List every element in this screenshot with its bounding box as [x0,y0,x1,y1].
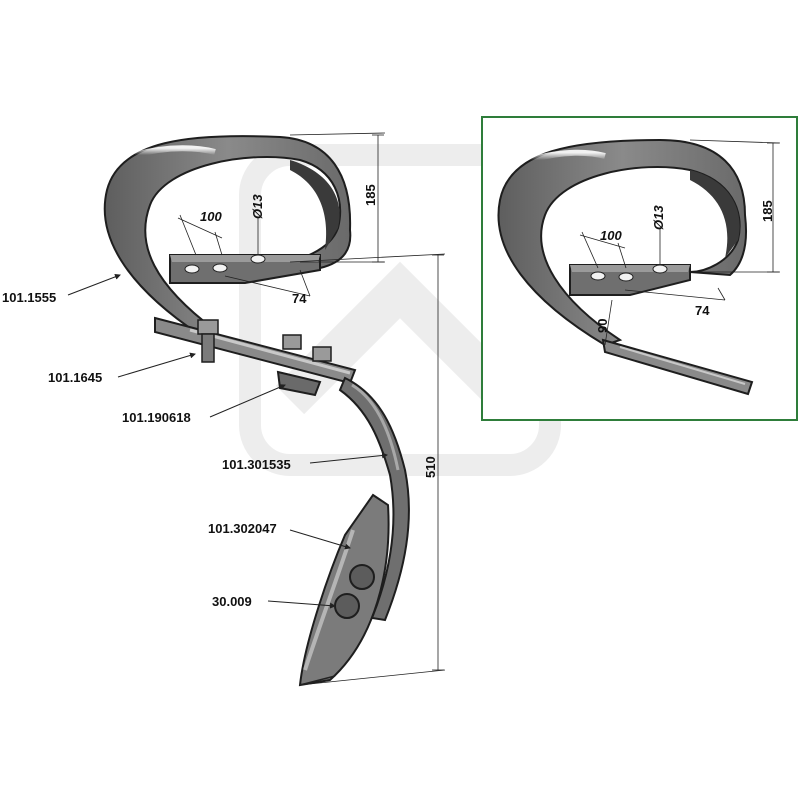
label-clamp: 101.1645 [48,370,102,385]
main-dim-spacing: 100 [200,209,222,224]
label-spring: 101.1555 [2,290,56,305]
main-dim-height: 185 [363,184,378,206]
inset-spring [497,138,754,396]
main-dimensions [177,132,446,686]
main-dim-length: 510 [423,456,438,478]
inset-dim-spacing: 100 [600,228,622,243]
part-labels [67,273,388,609]
bolt [312,346,332,362]
bolt-head [349,564,375,590]
label-shank: 101.301535 [222,457,291,472]
inset-dim-hole: Ø13 [651,205,666,230]
inset-dim-angle: 90 [595,319,610,333]
inset-dimensions [579,139,781,346]
bracket [276,370,322,397]
label-bolt: 30.009 [212,594,252,609]
main-dim-hole: Ø13 [250,194,265,219]
spring-coil [103,135,352,337]
label-point: 101.302047 [208,521,277,536]
inset-dim-height: 185 [760,200,775,222]
inset-dim-width: 74 [695,303,710,318]
bolt [197,319,219,363]
bolt-head [334,593,360,619]
main-dim-width: 74 [292,291,307,306]
label-bracket: 101.190618 [122,410,191,425]
main-spring-tine [103,135,410,687]
tine-point [298,493,390,687]
bolt [282,334,302,350]
